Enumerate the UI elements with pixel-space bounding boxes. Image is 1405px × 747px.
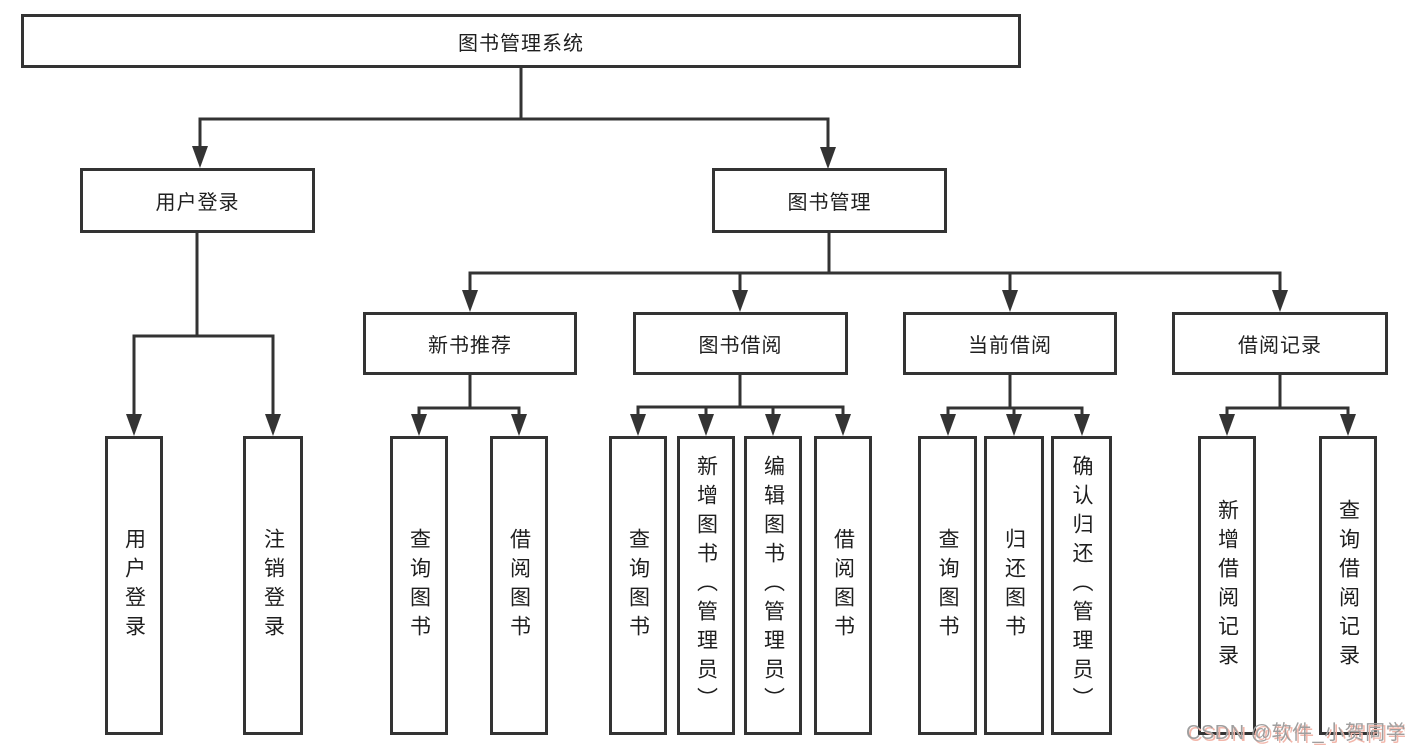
leaf-newbook-borrow: 借阅图书: [490, 436, 548, 735]
node-book-borrow: 图书借阅: [633, 312, 848, 375]
leaf-add-borrow-record: 新增借阅记录: [1198, 436, 1256, 735]
connector-newbook-rail: [417, 406, 521, 430]
leaf-user-login-label: 用户登录: [122, 527, 146, 644]
leaf-logout: 注销登录: [243, 436, 303, 735]
connector-records-rail: [1225, 406, 1350, 430]
node-user-login: 用户登录: [80, 168, 315, 233]
leaf-add-book-admin: 新增图书（管理员）: [677, 436, 735, 735]
leaf-confirm-return-admin-label: 确认归还（管理员）: [1070, 455, 1094, 716]
leaf-return-book-label: 归还图书: [1002, 527, 1026, 644]
node-book-management: 图书管理: [712, 168, 947, 233]
node-new-book-recommend-label: 新书推荐: [428, 335, 512, 357]
leaf-return-book: 归还图书: [984, 436, 1044, 735]
node-borrow-records-label: 借阅记录: [1238, 335, 1322, 357]
node-current-borrow: 当前借阅: [903, 312, 1117, 375]
arrowhead-icons: [126, 146, 1356, 436]
node-root-label: 图书管理系统: [458, 32, 584, 55]
connector-borrow-rail: [636, 405, 845, 430]
node-root: 图书管理系统: [21, 14, 1021, 68]
node-new-book-recommend: 新书推荐: [363, 312, 577, 375]
leaf-borrow-query-label: 查询图书: [626, 527, 650, 644]
leaf-edit-book-admin: 编辑图书（管理员）: [744, 436, 802, 735]
leaf-current-query: 查询图书: [918, 436, 977, 735]
node-book-borrow-label: 图书借阅: [698, 335, 783, 357]
node-borrow-records: 借阅记录: [1172, 312, 1388, 375]
leaf-borrow-book: 借阅图书: [814, 436, 872, 735]
node-book-management-label: 图书管理: [787, 192, 872, 214]
connector-bookmgmt-rail: [468, 271, 1282, 306]
leaf-newbook-query: 查询图书: [390, 436, 448, 735]
connector-root-rail: [198, 117, 830, 163]
leaf-current-query-label: 查询图书: [936, 527, 960, 644]
leaf-query-borrow-record-label: 查询借阅记录: [1336, 498, 1360, 673]
leaf-newbook-query-label: 查询图书: [407, 527, 431, 644]
connector-userlogin-rail: [132, 334, 275, 430]
leaf-logout-label: 注销登录: [261, 527, 285, 644]
leaf-borrow-book-label: 借阅图书: [831, 527, 855, 644]
leaf-edit-book-admin-label: 编辑图书（管理员）: [761, 455, 785, 716]
leaf-add-book-admin-label: 新增图书（管理员）: [694, 455, 718, 716]
csdn-watermark: CSDN @软件_小贺同学: [1186, 722, 1405, 744]
leaf-user-login: 用户登录: [105, 436, 163, 735]
node-user-login-label: 用户登录: [155, 192, 240, 214]
leaf-query-borrow-record: 查询借阅记录: [1319, 436, 1377, 735]
leaf-borrow-query: 查询图书: [609, 436, 667, 735]
leaf-add-borrow-record-label: 新增借阅记录: [1215, 498, 1239, 673]
leaf-newbook-borrow-label: 借阅图书: [507, 527, 531, 644]
node-current-borrow-label: 当前借阅: [968, 335, 1052, 357]
leaf-confirm-return-admin: 确认归还（管理员）: [1051, 436, 1112, 735]
